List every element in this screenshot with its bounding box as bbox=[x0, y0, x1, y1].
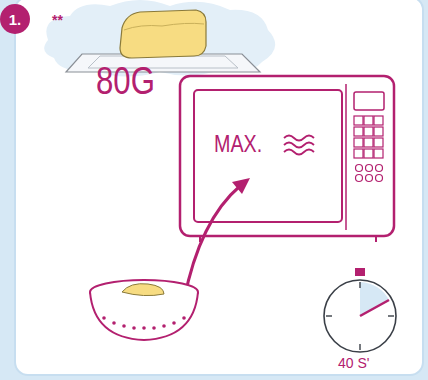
butter-edge bbox=[124, 23, 204, 30]
timer-hand bbox=[360, 300, 389, 316]
weight-label: 80G bbox=[96, 62, 155, 100]
timer-face bbox=[324, 280, 396, 352]
arrow-line bbox=[184, 186, 240, 300]
wave-symbol bbox=[284, 136, 314, 155]
display bbox=[354, 92, 384, 110]
step-number: 1. bbox=[9, 11, 22, 28]
timer-ticks bbox=[326, 282, 394, 350]
timer-button bbox=[355, 268, 365, 276]
butter-block bbox=[120, 10, 206, 58]
arrow-head bbox=[232, 178, 250, 194]
butter-in-bowl bbox=[122, 284, 164, 296]
keypad bbox=[354, 116, 383, 182]
bowl-dots bbox=[102, 316, 186, 330]
cloud bbox=[44, 0, 275, 77]
timer-sector bbox=[360, 282, 389, 316]
microwave-window bbox=[194, 90, 342, 222]
power-label: MAX. bbox=[214, 132, 262, 156]
bowl bbox=[90, 292, 198, 340]
microwave-body bbox=[180, 76, 394, 236]
time-label: 40 S' bbox=[338, 356, 369, 370]
footnote-mark: ** bbox=[52, 13, 63, 27]
foot bbox=[375, 236, 377, 242]
door-edge bbox=[345, 84, 347, 230]
step-badge: 1. bbox=[0, 4, 30, 34]
